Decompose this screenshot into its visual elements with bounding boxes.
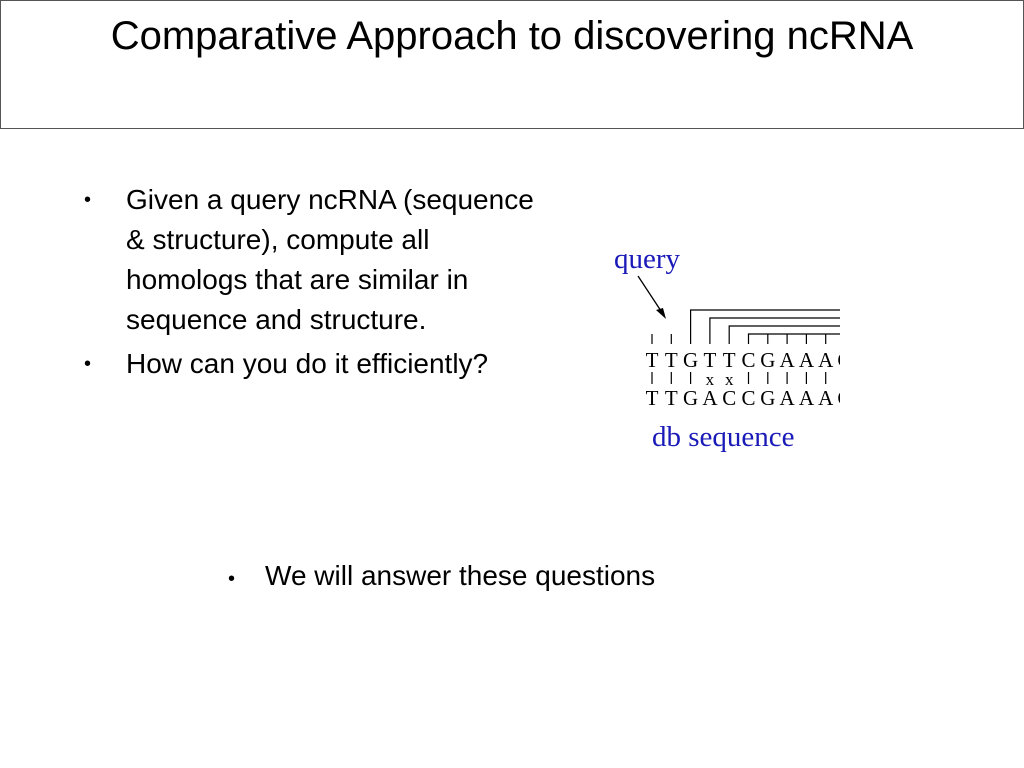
structure-ticks — [651, 334, 827, 344]
bullet-text: How can you do it efficiently? — [126, 348, 489, 379]
bottom-bullet-text: We will answer these questions — [265, 560, 656, 591]
query-base: A — [818, 348, 834, 372]
query-base: G — [760, 348, 775, 372]
mismatch-mark: x — [725, 370, 734, 389]
db-base: A — [702, 386, 718, 410]
query-base: C — [741, 348, 755, 372]
bullet-text: Given a query ncRNA (sequence & structur… — [126, 184, 534, 335]
query-base: G — [837, 348, 840, 372]
db-base: C — [722, 386, 736, 410]
query-base: T — [665, 348, 678, 372]
query-base: T — [703, 348, 716, 372]
pairing-arc — [747, 333, 840, 344]
db-base: C — [741, 386, 755, 410]
mismatch-mark: x — [706, 370, 715, 389]
db-base: G — [683, 386, 698, 410]
query-sequence: TTGTTCGAAAGAACG — [646, 348, 840, 372]
query-base: T — [646, 348, 659, 372]
bullet-item: • How can you do it efficiently? — [84, 344, 534, 384]
query-base: G — [683, 348, 698, 372]
db-base: A — [780, 386, 796, 410]
bullet-dot: • — [84, 353, 92, 375]
db-sequence: TTGACCGAAAGGTCG — [646, 386, 840, 410]
db-base: A — [799, 386, 815, 410]
db-base: T — [665, 386, 678, 410]
db-base: G — [837, 386, 840, 410]
match-row: xxxx — [651, 370, 827, 389]
db-base: G — [760, 386, 775, 410]
bullet-item: • Given a query ncRNA (sequence & struct… — [84, 180, 534, 340]
bullet-list: • Given a query ncRNA (sequence & struct… — [84, 180, 534, 388]
bottom-bullet: • We will answer these questions — [228, 556, 655, 599]
query-label: query — [614, 243, 681, 275]
pairing-arcs — [690, 309, 840, 344]
bullet-dot: • — [228, 568, 236, 590]
db-base: A — [818, 386, 834, 410]
db-base: T — [646, 386, 659, 410]
query-base: T — [723, 348, 736, 372]
alignment-diagram: query TTGTTCGAAAGAACG xxxx TTGACCGAAAGGT… — [614, 243, 840, 453]
db-sequence-label: db sequence — [652, 421, 795, 453]
pairing-arc — [709, 317, 840, 344]
query-base: A — [799, 348, 815, 372]
query-arrow-head — [656, 308, 666, 319]
slide-title: Comparative Approach to discovering ncRN… — [110, 14, 914, 58]
query-arrow-line — [637, 275, 664, 315]
pairing-arc — [728, 325, 840, 344]
query-base: A — [780, 348, 796, 372]
bullet-dot: • — [84, 189, 92, 211]
pairing-arc — [690, 309, 840, 344]
